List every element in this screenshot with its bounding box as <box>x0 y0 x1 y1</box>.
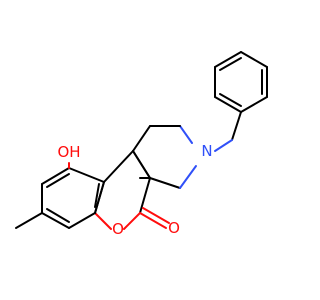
ring-oxygen-label: O <box>112 220 124 238</box>
carbonyl-oxygen-label: O <box>168 219 180 237</box>
molecule-structure: OH O O N <box>15 51 268 238</box>
bond <box>94 181 105 214</box>
phenol-ring <box>41 167 105 229</box>
bond <box>149 177 181 189</box>
bond <box>132 150 151 179</box>
bond <box>214 139 233 152</box>
bond <box>46 208 70 223</box>
pyranone-ring <box>94 150 151 230</box>
bond <box>179 165 197 189</box>
bond <box>139 212 167 229</box>
bond <box>103 150 134 183</box>
bond <box>123 212 141 230</box>
carbonyl <box>139 207 170 229</box>
benzyl-linker <box>214 111 242 152</box>
bond <box>68 167 105 183</box>
methyl-bond <box>15 212 43 229</box>
nitrogen-label: N <box>201 142 212 160</box>
bond <box>94 183 100 208</box>
bond <box>41 212 70 229</box>
bond <box>219 93 242 107</box>
bond <box>219 57 242 71</box>
bond <box>68 212 96 229</box>
bond <box>41 167 70 185</box>
bond <box>231 111 242 141</box>
bond <box>240 96 268 113</box>
bond <box>132 125 151 152</box>
bond <box>240 51 268 68</box>
hydroxyl-label: OH <box>57 143 80 161</box>
benzyl-ring <box>214 51 268 113</box>
bond <box>94 212 112 230</box>
bond <box>179 125 193 144</box>
bond <box>142 207 170 224</box>
bond <box>214 51 242 68</box>
bond <box>46 173 70 188</box>
bond <box>139 177 151 214</box>
substituents <box>15 162 70 229</box>
bond <box>214 96 242 113</box>
